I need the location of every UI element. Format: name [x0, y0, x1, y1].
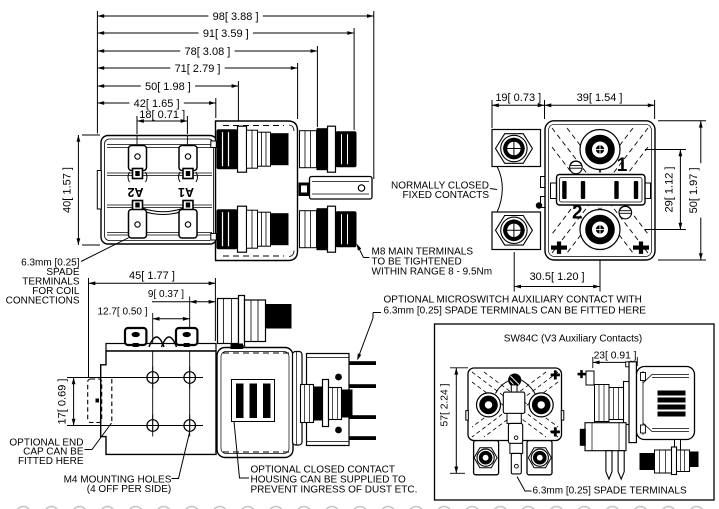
- svg-text:6.3mm [0.25] SPADE TERMINALS C: 6.3mm [0.25] SPADE TERMINALS CAN BE FITT…: [384, 306, 647, 317]
- svg-text:30.5[ 1.20 ]: 30.5[ 1.20 ]: [530, 271, 585, 283]
- svg-text:71[ 2.79 ]: 71[ 2.79 ]: [175, 63, 221, 75]
- svg-text:2: 2: [572, 202, 583, 223]
- svg-text:18[ 0.71 ]: 18[ 0.71 ]: [139, 109, 185, 121]
- svg-text:57[ 2.24 ]: 57[ 2.24 ]: [440, 383, 451, 426]
- svg-text:50[ 1.97 ]: 50[ 1.97 ]: [688, 167, 700, 213]
- svg-text:98[ 3.88 ]: 98[ 3.88 ]: [213, 11, 259, 23]
- svg-text:FITTED HERE: FITTED HERE: [18, 456, 84, 467]
- svg-text:TO BE TIGHTENED: TO BE TIGHTENED: [372, 256, 462, 267]
- svg-text:OPTIONAL END: OPTIONAL END: [9, 437, 83, 448]
- svg-text:29[ 1.12 ]: 29[ 1.12 ]: [664, 167, 676, 213]
- svg-text:50[ 1.98 ]: 50[ 1.98 ]: [145, 81, 191, 93]
- svg-text:M8 MAIN TERMINALS: M8 MAIN TERMINALS: [372, 246, 474, 257]
- svg-text:SPADE: SPADE: [46, 267, 79, 278]
- svg-text:M4 MOUNTING HOLES: M4 MOUNTING HOLES: [64, 475, 172, 486]
- svg-text:WITHIN RANGE 8 - 9.5Nm: WITHIN RANGE 8 - 9.5Nm: [372, 266, 493, 277]
- svg-text:PREVENT INGRESS OF DUST ETC.: PREVENT INGRESS OF DUST ETC.: [251, 485, 418, 496]
- svg-text:NORMALLY CLOSED: NORMALLY CLOSED: [391, 180, 489, 191]
- svg-text:SW84C (V3 Auxiliary Contacts): SW84C (V3 Auxiliary Contacts): [504, 334, 642, 345]
- svg-text:12.7[ 0.50 ]: 12.7[ 0.50 ]: [97, 307, 147, 318]
- svg-text:6.3mm [0.25]: 6.3mm [0.25]: [21, 258, 80, 269]
- svg-text:FIXED CONTACTS: FIXED CONTACTS: [403, 190, 490, 201]
- svg-text:91[ 3.59 ]: 91[ 3.59 ]: [203, 28, 249, 40]
- svg-text:40[ 1.57 ]: 40[ 1.57 ]: [62, 167, 74, 213]
- svg-text:23[ 0.91 ]: 23[ 0.91 ]: [594, 350, 637, 361]
- svg-text:OPTIONAL MICROSWITCH AUXILIARY: OPTIONAL MICROSWITCH AUXILIARY CONTACT W…: [384, 295, 642, 306]
- svg-text:TERMINALS: TERMINALS: [22, 277, 80, 288]
- svg-text:45[ 1.77 ]: 45[ 1.77 ]: [129, 270, 175, 282]
- svg-text:A2: A2: [127, 185, 143, 199]
- svg-text:CONNECTIONS: CONNECTIONS: [6, 296, 80, 307]
- svg-text:17[ 0.69 ]: 17[ 0.69 ]: [57, 379, 69, 425]
- svg-text:1: 1: [617, 155, 628, 176]
- svg-text:OPTIONAL CLOSED CONTACT: OPTIONAL CLOSED CONTACT: [251, 465, 395, 476]
- svg-text:6.3mm [0.25] SPADE TERMINALS: 6.3mm [0.25] SPADE TERMINALS: [533, 485, 687, 496]
- svg-text:78[ 3.08 ]: 78[ 3.08 ]: [184, 46, 230, 58]
- svg-text:9[ 0.37 ]: 9[ 0.37 ]: [148, 289, 184, 300]
- svg-text:A1: A1: [178, 185, 194, 199]
- svg-text:FOR COIL: FOR COIL: [32, 286, 80, 297]
- svg-text:42[ 1.65 ]: 42[ 1.65 ]: [134, 98, 180, 110]
- svg-text:19[ 0.73 ]: 19[ 0.73 ]: [495, 92, 541, 104]
- svg-text:(4 OFF PER SIDE): (4 OFF PER SIDE): [87, 484, 171, 495]
- svg-text:39[ 1.54 ]: 39[ 1.54 ]: [577, 92, 623, 104]
- svg-text:CAP CAN BE: CAP CAN BE: [23, 447, 84, 458]
- svg-text:HOUSING CAN BE SUPPLIED TO: HOUSING CAN BE SUPPLIED TO: [251, 475, 406, 486]
